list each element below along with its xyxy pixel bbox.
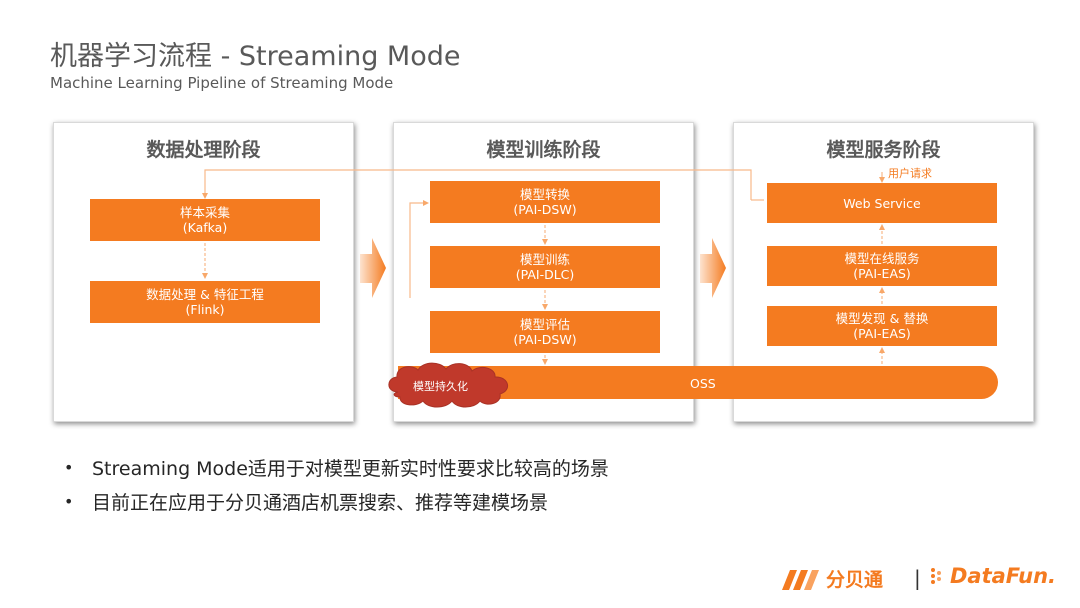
box-label: 样本采集	[179, 205, 230, 220]
panel-title: 模型训练阶段	[486, 139, 601, 161]
list-item: • 目前正在应用于分贝通酒店机票搜索、推荐等建模场景	[64, 484, 609, 518]
box-label: 模型评估	[519, 317, 570, 332]
user-request-label: 用户请求	[888, 167, 932, 180]
model-evaluation-box: 模型评估 (PAI-DSW)	[430, 311, 660, 353]
box-label: 模型发现 & 替换	[835, 311, 929, 326]
stage1-to-stage2-arrow	[360, 238, 386, 298]
web-service-box: Web Service	[767, 183, 997, 223]
fenbeitong-mark-icon	[782, 569, 819, 590]
page-subtitle: Machine Learning Pipeline of Streaming M…	[50, 74, 394, 92]
panel-title: 数据处理阶段	[146, 139, 261, 161]
model-discovery-box: 模型发现 & 替换 (PAI-EAS)	[767, 306, 997, 346]
oss-label: OSS	[690, 376, 716, 391]
panel-title: 模型服务阶段	[826, 139, 941, 161]
feedback-loop-arrow	[202, 169, 752, 200]
box-label: 数据处理 & 特征工程	[146, 287, 264, 302]
box-sublabel: (PAI-EAS)	[853, 266, 911, 281]
box-sublabel: (PAI-DLC)	[515, 267, 575, 282]
panel-data-processing: 数据处理阶段	[53, 122, 354, 422]
datafun-logo: DataFun.	[930, 564, 1056, 588]
datafun-logo-text: DataFun.	[950, 564, 1057, 588]
sample-collection-box: 样本采集 (Kafka)	[90, 199, 320, 241]
box-label: Web Service	[843, 195, 921, 211]
page-title: 机器学习流程 - Streaming Mode	[50, 41, 461, 72]
box-label: 模型转换	[519, 187, 570, 202]
model-training-box: 模型训练 (PAI-DLC)	[430, 246, 660, 288]
data-processing-box: 数据处理 & 特征工程 (Flink)	[90, 281, 320, 323]
persistence-cloud-icon	[388, 362, 509, 408]
bullet-text: 目前正在应用于分贝通酒店机票搜索、推荐等建模场景	[92, 491, 549, 514]
model-online-service-box: 模型在线服务 (PAI-EAS)	[767, 246, 997, 286]
bullet-dot-icon: •	[64, 457, 74, 477]
footer-separator: |	[914, 566, 921, 590]
box-sublabel: (PAI-DSW)	[513, 332, 577, 347]
bullet-list: • Streaming Mode适用于对模型更新实时性要求比较高的场景 • 目前…	[64, 450, 609, 518]
model-conversion-box: 模型转换 (PAI-DSW)	[430, 181, 660, 223]
persistence-cloud-label: 模型持久化	[413, 380, 468, 393]
training-loop-arrow	[409, 200, 429, 298]
stage2-to-stage3-arrow	[700, 238, 726, 298]
box-sublabel: (PAI-EAS)	[853, 326, 911, 341]
fenbeitong-logo-text: 分贝通	[826, 569, 884, 591]
datafun-dots-icon	[931, 568, 941, 584]
box-sublabel: (PAI-DSW)	[513, 202, 577, 217]
bullet-text: Streaming Mode适用于对模型更新实时性要求比较高的场景	[92, 457, 609, 480]
box-label: 模型训练	[519, 252, 570, 267]
box-label: 模型在线服务	[844, 251, 920, 266]
fenbeitong-logo: 分贝通	[782, 565, 883, 592]
box-sublabel: (Kafka)	[182, 220, 228, 235]
list-item: • Streaming Mode适用于对模型更新实时性要求比较高的场景	[64, 450, 609, 484]
bullet-dot-icon: •	[64, 491, 74, 511]
box-sublabel: (Flink)	[185, 302, 225, 317]
